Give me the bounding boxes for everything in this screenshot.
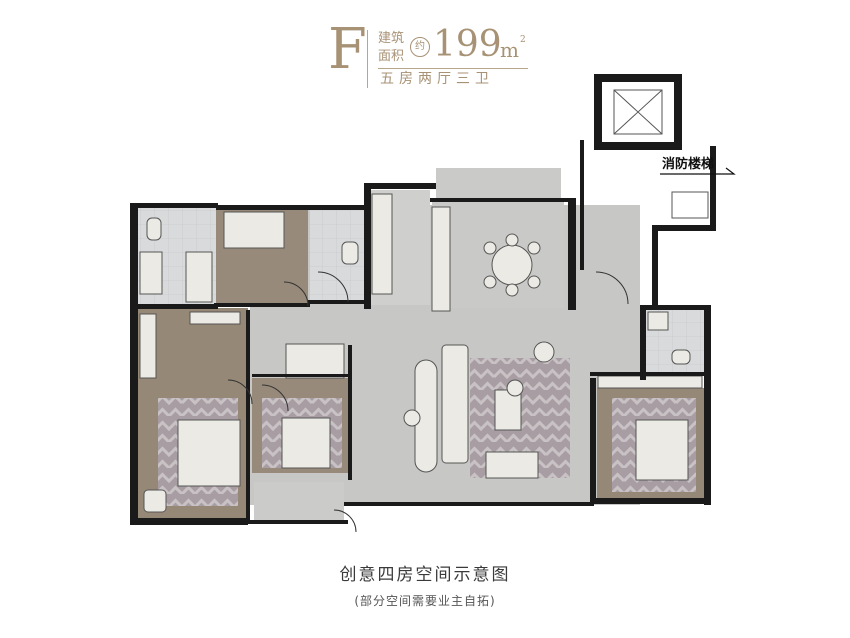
dining-chair-4 [527, 275, 541, 289]
stair-wall-left [652, 225, 658, 307]
wall-bath-mid-bottom [308, 300, 370, 304]
wall-kitchen-left [364, 183, 371, 309]
approx-mark: 约 [410, 37, 430, 57]
stair-arrow [660, 167, 736, 175]
stair-core [580, 74, 736, 307]
wardrobe-bedroom-right [597, 375, 703, 389]
elevator-car [613, 89, 663, 135]
floor-plan [130, 74, 736, 533]
plan-caption: 创意四房空间示意图 [339, 565, 511, 585]
doors [227, 271, 629, 533]
wall-bath-right-top [644, 305, 710, 310]
dining-chair-2 [527, 241, 541, 255]
bath-mid-floor [310, 208, 368, 303]
plan-subcaption: (部分空间需要业主自拓) [354, 594, 496, 608]
dining-chair-5 [505, 233, 519, 247]
dining-chair-1 [483, 241, 497, 255]
dining-chair-6 [505, 283, 519, 297]
wall-bedroom-top-bottom [214, 303, 310, 307]
door-swing-master [227, 379, 253, 405]
door-swing-kitchen [317, 271, 349, 303]
area-value: 199 [433, 24, 502, 65]
vanity-left [139, 251, 163, 295]
wall-bath-left-bottom [130, 304, 218, 309]
stair-wall-outer [580, 140, 584, 270]
door-swing-bedroom-2 [261, 384, 289, 412]
wardrobe-top [189, 311, 241, 325]
toilet-right [671, 349, 691, 365]
wall-bottom-living [344, 502, 594, 506]
wall-living-right [640, 305, 646, 380]
header-divider [367, 30, 368, 88]
stair-label: 消防楼梯 [662, 157, 715, 172]
bed-right [635, 419, 689, 481]
wall-top-bath-mid [308, 205, 370, 210]
door-swing-entry [595, 271, 629, 305]
area-label-line1: 建筑 [378, 31, 405, 46]
wardrobe-master [139, 313, 157, 379]
stool [403, 409, 421, 427]
header-rule [378, 68, 528, 69]
furniture [139, 193, 703, 513]
wall-top-bedroom [216, 205, 312, 210]
lounge-chair [533, 341, 555, 363]
balcony-top [436, 168, 561, 201]
dining-table [491, 244, 533, 286]
armchair [485, 451, 539, 479]
area-unit-superscript: 2 [520, 35, 526, 45]
wall-bedroom-right-bottom [590, 498, 710, 504]
bed-master [177, 419, 241, 487]
unit-letter: F [328, 17, 367, 82]
stair-wall-lower [652, 225, 716, 231]
toilet-mid [341, 241, 359, 265]
armchair-master [143, 489, 167, 513]
area-label-line2: 面积 [378, 49, 405, 64]
stair-flight [671, 191, 709, 219]
wall-bedroom2-right [348, 345, 352, 480]
kitchen-island [431, 206, 451, 312]
sofa [441, 344, 469, 464]
wall-master-right [246, 310, 250, 522]
side-table [506, 379, 524, 397]
vanity-right [647, 311, 669, 331]
desk-bedroom-2 [285, 343, 345, 379]
wall-top-left [130, 203, 218, 208]
layout-type: 五房两厅三卫 [380, 71, 494, 87]
wall-kitchen-top [364, 183, 436, 189]
stair-wall-right [710, 146, 716, 226]
door-swing-top-bedroom [283, 281, 309, 307]
wall-bedroom2-top [252, 374, 350, 377]
wall-left-outer [130, 203, 138, 525]
kitchen-counter [371, 193, 393, 295]
wall-bottom-balcony [248, 520, 348, 524]
door-swing-balcony [333, 509, 357, 533]
wall-bedroom-right-left [590, 378, 596, 503]
bed-top [223, 211, 285, 249]
elevator-cross [613, 89, 663, 135]
elevator-shaft [594, 74, 682, 150]
wall-right-outer [704, 305, 711, 505]
bathtub [185, 251, 213, 303]
wall-bedroom-right-top [590, 372, 710, 376]
dining-chair-3 [483, 275, 497, 289]
walls [130, 183, 711, 525]
balcony-bottom [254, 482, 344, 524]
wall-top-dining [430, 198, 576, 202]
toilet-left [146, 217, 162, 241]
wall-dining-right [568, 198, 576, 310]
area-unit: m [500, 38, 519, 62]
bed-2 [281, 417, 331, 469]
wall-bottom-left [130, 518, 248, 525]
